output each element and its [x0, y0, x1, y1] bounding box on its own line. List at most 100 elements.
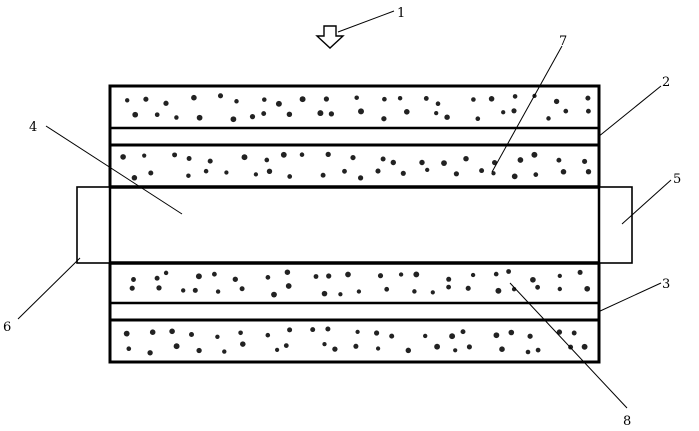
- particle-dot: [518, 157, 524, 163]
- particle-dot: [193, 288, 198, 293]
- particle-dot: [436, 101, 441, 106]
- particle-dot: [240, 341, 246, 347]
- particle-dot: [266, 275, 271, 280]
- particle-dot: [250, 114, 255, 119]
- particle-dot: [546, 116, 550, 120]
- leader-line-7: [492, 46, 562, 172]
- particle-dot: [582, 159, 587, 164]
- particle-dot: [471, 273, 475, 277]
- particle-dot: [489, 96, 495, 102]
- particle-dot: [287, 174, 292, 179]
- particle-dot: [240, 286, 245, 291]
- particle-dot: [130, 286, 135, 291]
- label-4: 4: [29, 120, 37, 135]
- particle-dot: [281, 152, 287, 158]
- particle-dot: [125, 98, 129, 102]
- particle-dot: [322, 342, 326, 346]
- particle-dot: [325, 326, 330, 331]
- particle-dot: [286, 283, 292, 289]
- particle-dot: [267, 169, 272, 174]
- particle-dot: [345, 272, 351, 278]
- label-5: 5: [673, 172, 681, 187]
- particle-dot: [287, 327, 292, 332]
- particle-dot: [238, 331, 243, 336]
- particle-dot: [495, 288, 501, 294]
- particle-dot: [554, 99, 559, 104]
- particle-dot: [391, 160, 396, 165]
- particle-dot: [467, 344, 472, 349]
- particle-dot: [381, 116, 386, 121]
- particle-dot: [506, 269, 511, 274]
- particle-dot: [512, 174, 518, 180]
- particle-dot: [431, 290, 435, 294]
- particle-dot: [132, 112, 138, 118]
- particle-dot: [197, 115, 203, 121]
- particle-dot: [300, 96, 306, 102]
- particle-dot: [314, 274, 319, 279]
- particle-dot: [174, 115, 178, 119]
- particle-dot: [212, 272, 217, 277]
- label-8: 8: [623, 414, 631, 429]
- particle-dot: [196, 348, 201, 353]
- particle-dot: [266, 333, 271, 338]
- particle-dot: [419, 160, 424, 165]
- particle-dot: [142, 154, 146, 158]
- particle-dot: [572, 331, 577, 336]
- particle-dot: [329, 111, 334, 116]
- particle-dot: [378, 273, 383, 278]
- particle-dot: [494, 272, 499, 277]
- particle-dot: [535, 285, 540, 290]
- particle-dot: [389, 334, 394, 339]
- leader-line-3: [598, 283, 661, 312]
- particle-dot: [324, 96, 329, 101]
- particle-dot: [264, 158, 269, 163]
- particle-dot: [563, 109, 568, 114]
- particle-dot: [558, 274, 562, 278]
- particle-dot: [132, 175, 138, 181]
- particle-dot: [466, 286, 471, 291]
- particle-dot: [526, 350, 531, 355]
- particle-dot: [434, 111, 438, 115]
- particle-layer-top-outer: [125, 93, 591, 122]
- particle-dot: [471, 97, 476, 102]
- particle-dot: [354, 95, 359, 100]
- particle-dot: [216, 289, 220, 293]
- particle-dot: [461, 329, 466, 334]
- particle-dot: [531, 152, 537, 158]
- leader-line-2: [598, 86, 661, 137]
- label-7: 7: [559, 34, 567, 49]
- particle-dot: [322, 291, 328, 297]
- particle-dot: [222, 349, 226, 353]
- particle-dot: [186, 173, 190, 177]
- particle-dot: [284, 343, 289, 348]
- particle-dot: [233, 277, 238, 282]
- particle-dot: [120, 154, 126, 160]
- label-2: 2: [662, 75, 670, 90]
- particle-dot: [499, 346, 505, 352]
- label-1: 1: [397, 6, 405, 21]
- particle-dot: [275, 348, 279, 352]
- particle-dot: [224, 170, 228, 174]
- particle-dot: [234, 99, 238, 103]
- particle-dot: [533, 172, 538, 177]
- particle-dot: [381, 157, 386, 162]
- particle-dot: [536, 348, 541, 353]
- particle-dot: [556, 158, 561, 163]
- particle-dot: [358, 108, 364, 114]
- particle-dot: [382, 97, 387, 102]
- particle-dot: [131, 277, 136, 282]
- leader-line-1: [338, 11, 394, 32]
- particle-dot: [501, 110, 505, 114]
- particle-dot: [187, 156, 192, 161]
- particle-dot: [215, 335, 219, 339]
- particle-dot: [582, 344, 588, 350]
- particle-dot: [527, 334, 532, 339]
- particle-dot: [317, 110, 323, 116]
- particle-dot: [584, 286, 590, 292]
- particle-dot: [441, 160, 447, 166]
- particle-dot: [374, 330, 379, 335]
- particle-dot: [254, 172, 258, 176]
- particle-dot: [358, 175, 363, 180]
- particle-dot: [242, 154, 248, 160]
